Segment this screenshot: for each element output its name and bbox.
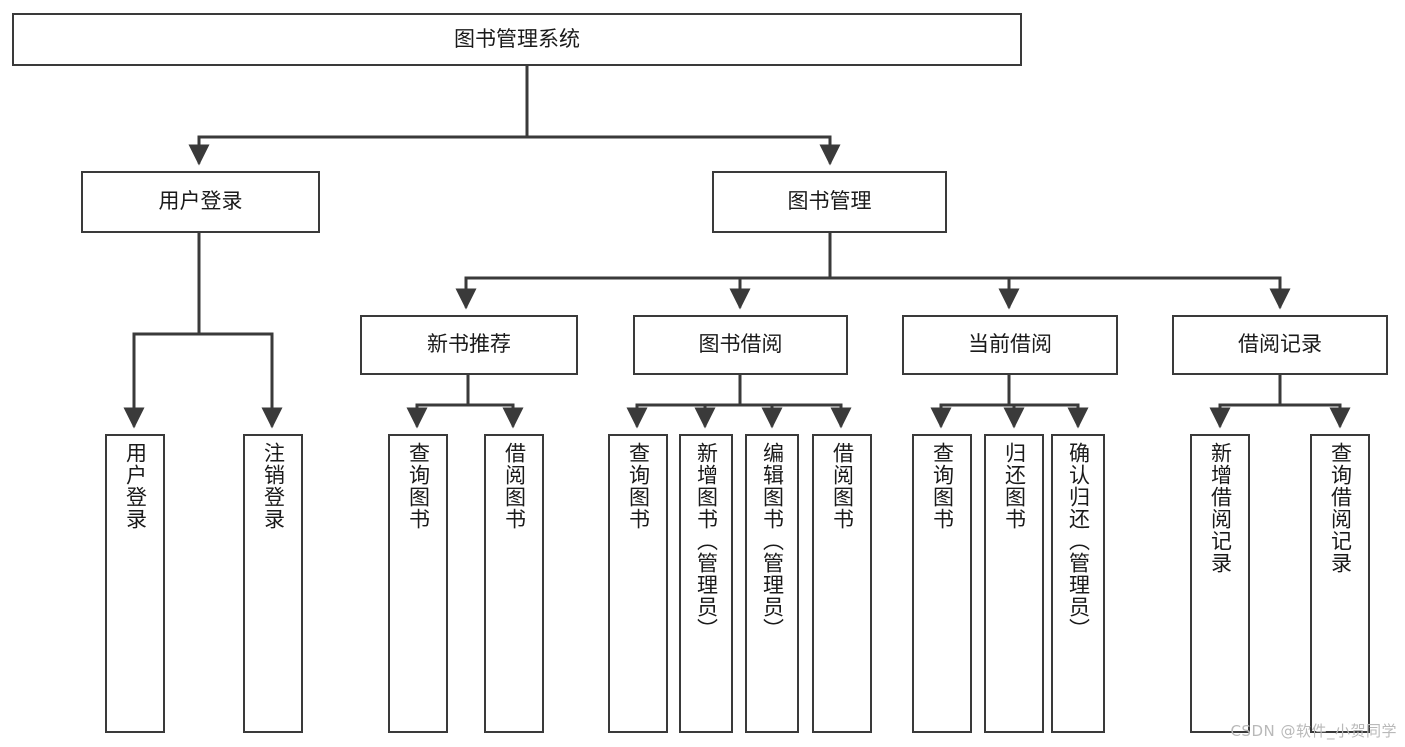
node-book-borrow[interactable]: 图书借阅 — [633, 315, 848, 375]
node-leaf-borrow-book-1-label: 借阅图书 — [502, 442, 527, 530]
node-leaf-query-record-label: 查询借阅记录 — [1328, 442, 1353, 574]
node-leaf-edit-book[interactable]: 编辑图书（管理员） — [745, 434, 799, 733]
node-leaf-user-login-label: 用户登录 — [123, 442, 148, 530]
node-leaf-query-book-1[interactable]: 查询图书 — [388, 434, 448, 733]
node-leaf-logout[interactable]: 注销登录 — [243, 434, 303, 733]
node-leaf-add-book-label: 新增图书（管理员） — [694, 442, 719, 640]
node-leaf-add-book[interactable]: 新增图书（管理员） — [679, 434, 733, 733]
node-leaf-return-book[interactable]: 归还图书 — [984, 434, 1044, 733]
node-current-borrow[interactable]: 当前借阅 — [902, 315, 1118, 375]
node-leaf-edit-book-label: 编辑图书（管理员） — [760, 442, 785, 640]
node-leaf-borrow-book-1[interactable]: 借阅图书 — [484, 434, 544, 733]
node-leaf-query-record[interactable]: 查询借阅记录 — [1310, 434, 1370, 733]
node-borrow-record[interactable]: 借阅记录 — [1172, 315, 1388, 375]
node-leaf-confirm-return[interactable]: 确认归还（管理员） — [1051, 434, 1105, 733]
node-book-manage-label: 图书管理 — [787, 189, 872, 214]
node-leaf-add-record-label: 新增借阅记录 — [1208, 442, 1233, 574]
node-leaf-borrow-book-2-label: 借阅图书 — [830, 442, 855, 530]
node-borrow-record-label: 借阅记录 — [1238, 332, 1322, 357]
node-root[interactable]: 图书管理系统 — [12, 13, 1022, 66]
node-book-borrow-label: 图书借阅 — [698, 332, 783, 357]
node-book-manage[interactable]: 图书管理 — [712, 171, 947, 233]
node-leaf-return-book-label: 归还图书 — [1002, 442, 1027, 530]
node-current-borrow-label: 当前借阅 — [968, 332, 1052, 357]
node-leaf-query-book-3[interactable]: 查询图书 — [912, 434, 972, 733]
node-user-login[interactable]: 用户登录 — [81, 171, 320, 233]
node-leaf-borrow-book-2[interactable]: 借阅图书 — [812, 434, 872, 733]
node-leaf-user-login[interactable]: 用户登录 — [105, 434, 165, 733]
node-leaf-logout-label: 注销登录 — [261, 442, 286, 530]
node-new-book-recommend[interactable]: 新书推荐 — [360, 315, 578, 375]
node-leaf-query-book-1-label: 查询图书 — [406, 442, 431, 530]
csdn-watermark: CSDN @软件_小贺同学 — [1230, 722, 1397, 740]
node-leaf-query-book-3-label: 查询图书 — [930, 442, 955, 530]
node-leaf-add-record[interactable]: 新增借阅记录 — [1190, 434, 1250, 733]
node-user-login-label: 用户登录 — [158, 189, 243, 214]
node-leaf-query-book-2-label: 查询图书 — [626, 442, 651, 530]
node-root-label: 图书管理系统 — [454, 26, 580, 51]
node-leaf-query-book-2[interactable]: 查询图书 — [608, 434, 668, 733]
node-new-book-recommend-label: 新书推荐 — [427, 332, 511, 357]
node-leaf-confirm-return-label: 确认归还（管理员） — [1066, 442, 1091, 640]
